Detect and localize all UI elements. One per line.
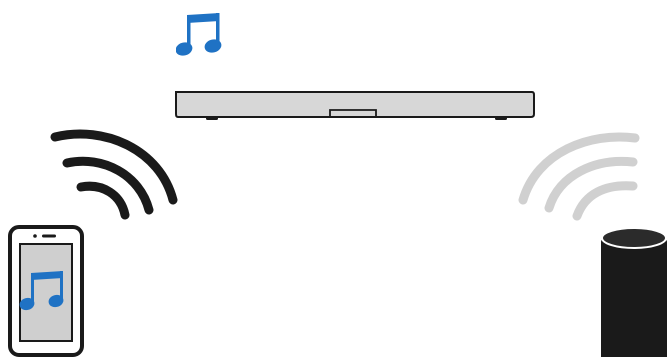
music-note-icon: [176, 11, 224, 57]
soundbar-icon: [170, 86, 542, 128]
smartphone-icon: [6, 224, 86, 357]
wifi-signal-icon: [45, 125, 185, 225]
wifi-signal-icon: [515, 130, 655, 225]
smart-speaker-icon: [595, 222, 667, 357]
